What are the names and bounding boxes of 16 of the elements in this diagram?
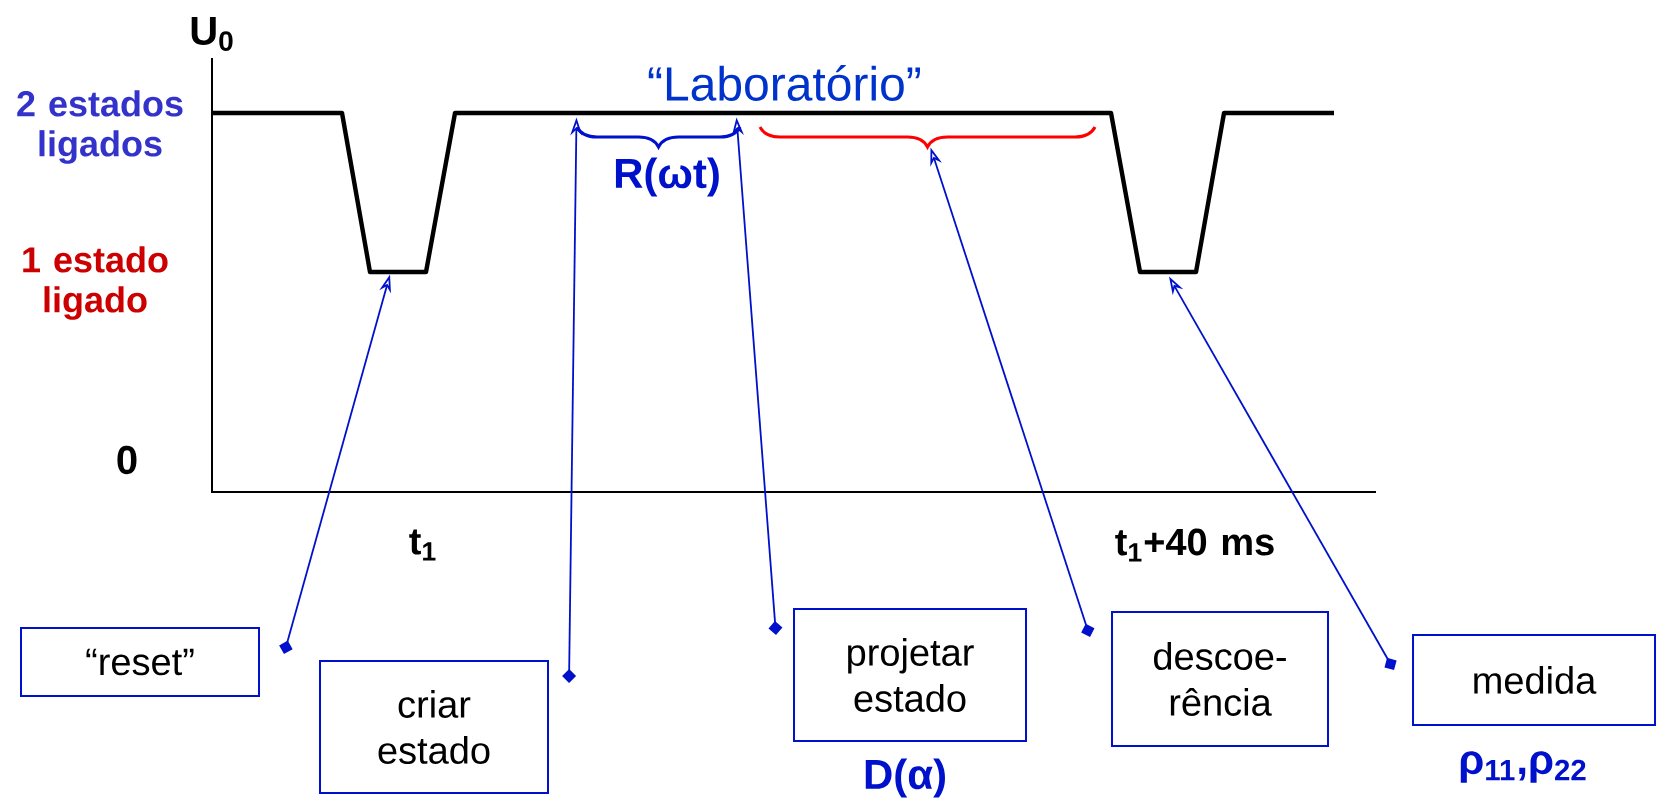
- axis-label: U$_{0}$: [191, 17, 233, 51]
- text-box: projetar estado: [793, 608, 1027, 742]
- region-label: “Laboratório”: [648, 65, 920, 101]
- time-label: t$_{1}$+40 ms: [1115, 528, 1274, 562]
- brace-label: R(ωt): [615, 157, 719, 197]
- text-box: “reset”: [20, 627, 260, 697]
- formula-label: ρ$_{11}$,ρ$_{22}$: [1460, 751, 1586, 783]
- time-label: t$_{1}$: [409, 529, 436, 561]
- axis-label: 0: [117, 445, 137, 475]
- text-box: medida: [1412, 634, 1656, 726]
- level-label: 1 estado ligado: [23, 246, 168, 320]
- text-box: descoe-rência: [1111, 611, 1329, 747]
- level-label: 2 estados ligados: [17, 90, 183, 164]
- formula-label: D(α): [865, 758, 945, 798]
- text-box: criar estado: [319, 660, 549, 794]
- potential-curve: [212, 110, 1334, 275]
